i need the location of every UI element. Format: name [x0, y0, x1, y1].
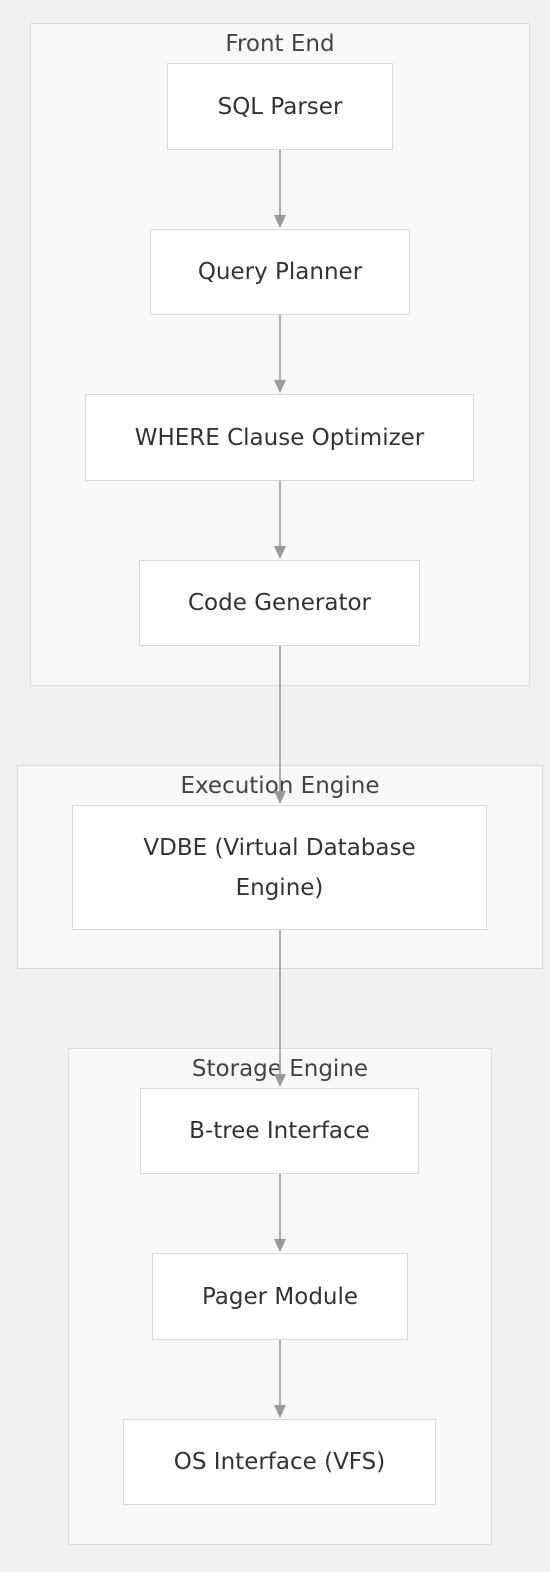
node-label-code-generator: Code Generator — [188, 590, 371, 616]
cluster-label-storage-engine: Storage Engine — [191, 1056, 369, 1082]
node-pager-module[interactable]: Pager Module — [152, 1253, 408, 1340]
node-code-generator[interactable]: Code Generator — [139, 560, 420, 646]
node-query-planner[interactable]: Query Planner — [150, 229, 410, 315]
node-label-vdbe: VDBE (Virtual Database Engine) — [143, 834, 416, 901]
node-label-pager-module: Pager Module — [201, 1283, 359, 1310]
node-where-clause-optimizer[interactable]: WHERE Clause Optimizer — [85, 394, 474, 481]
node-label-where-clause-optimizer: WHERE Clause Optimizer — [134, 424, 425, 451]
node-label-sql-parser: SQL Parser — [217, 93, 343, 120]
cluster-label-front-end: Front End — [225, 31, 335, 57]
node-label-query-planner: Query Planner — [197, 259, 363, 285]
node-label-os-interface: OS Interface (VFS) — [173, 1449, 386, 1475]
node-vdbe[interactable]: VDBE (Virtual Database Engine) — [72, 805, 487, 930]
node-os-interface[interactable]: OS Interface (VFS) — [123, 1419, 436, 1505]
node-btree-interface[interactable]: B-tree Interface — [140, 1088, 419, 1174]
node-label-btree-interface: B-tree Interface — [189, 1118, 370, 1144]
node-sql-parser[interactable]: SQL Parser — [167, 63, 393, 150]
cluster-label-execution-engine: Execution Engine — [180, 773, 380, 799]
